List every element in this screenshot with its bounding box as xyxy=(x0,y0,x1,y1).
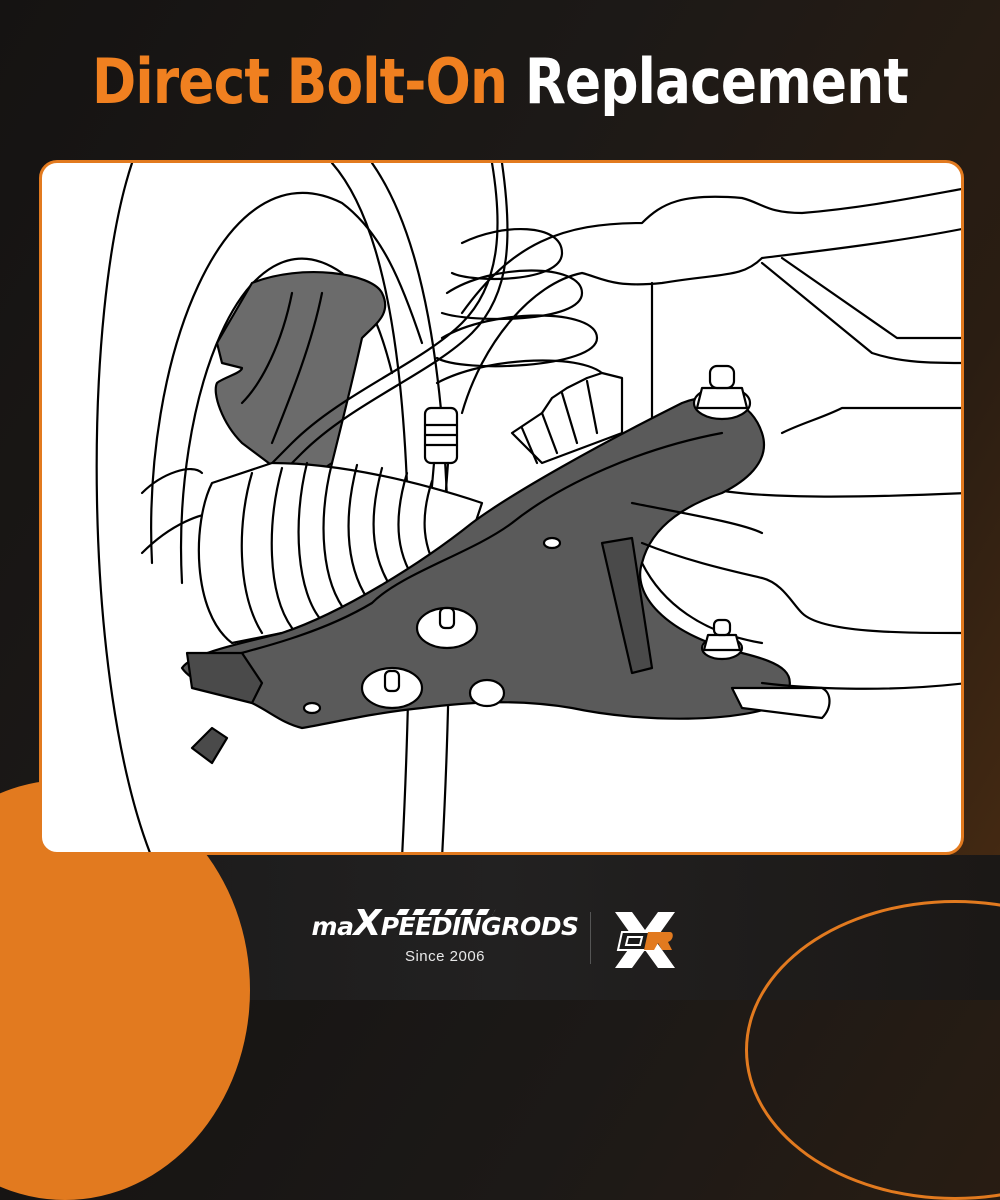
suspension-illustration xyxy=(95,163,961,852)
or-logo-icon xyxy=(610,910,680,975)
brand-x: X xyxy=(353,903,381,944)
brand-suffix: PEEDINGRODS xyxy=(380,912,579,941)
logo-divider xyxy=(590,912,591,964)
brand-tagline: Since 2006 xyxy=(404,948,486,965)
brand-wordmark: maXPEEDINGRODS xyxy=(310,905,580,946)
title-plain: Replacement xyxy=(524,45,909,118)
illustration-panel xyxy=(39,160,964,855)
brand-prefix: ma xyxy=(311,912,354,941)
brand-logo: maXPEEDINGRODS Since 2006 xyxy=(310,905,580,966)
title-accent: Direct Bolt-On xyxy=(92,45,508,118)
checkered-flag-icon xyxy=(396,909,496,915)
page-title: Direct Bolt-On Replacement xyxy=(70,42,930,122)
